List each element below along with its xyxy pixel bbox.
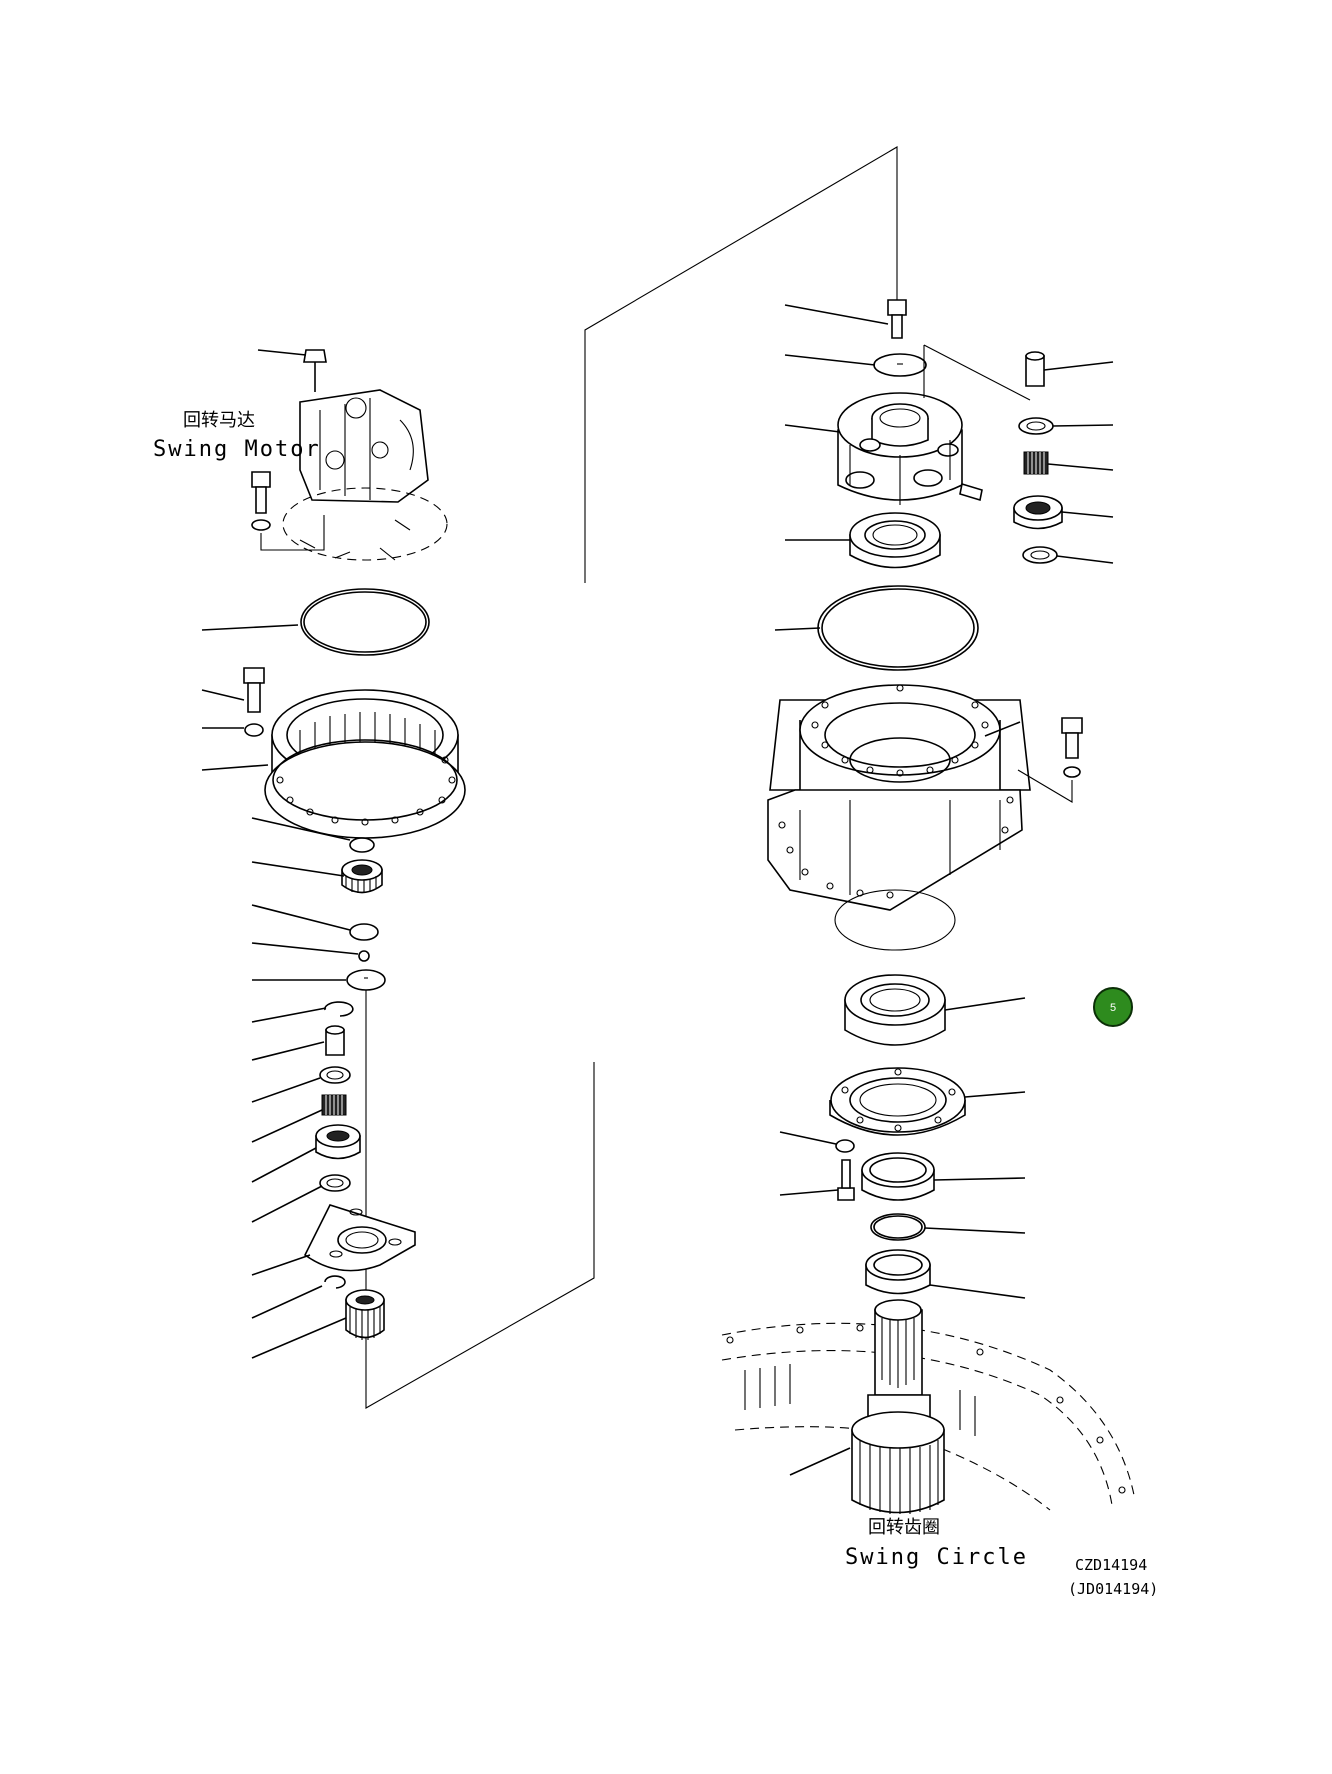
- sun-gear: [345, 1289, 385, 1340]
- right-column-parts: 回转齿圈 Swing Circle: [721, 299, 1136, 1570]
- carrier-plate: [303, 1204, 416, 1272]
- lower-bearing: [844, 974, 946, 1046]
- callout-marker[interactable]: 5: [1093, 987, 1133, 1027]
- oil-seal: [861, 1152, 935, 1201]
- ring-gear-housing: [264, 689, 466, 839]
- swing-circle-en-label: Swing Circle: [845, 1545, 1028, 1570]
- spacer-collar: [865, 1249, 931, 1295]
- swing-pinion-shaft: [851, 1299, 945, 1514]
- washer: [244, 723, 264, 737]
- swing-motor-en-label: Swing Motor: [153, 437, 321, 462]
- carrier-bearing: [849, 512, 941, 569]
- swing-motor-assembly: 回转马达 Swing Motor: [153, 349, 448, 561]
- swing-machinery-case: [767, 684, 1031, 951]
- o-ring: [300, 588, 430, 656]
- bolt: [243, 667, 265, 684]
- planet-gear-small: [315, 1124, 361, 1160]
- right-leader-lines: [774, 304, 1114, 1476]
- swing-circle-cn-label: 回转齿圈: [868, 1517, 940, 1538]
- left-column-parts: [243, 588, 466, 1340]
- callout-marker-text: 5: [1110, 1002, 1116, 1014]
- bearing-cover: [829, 1067, 966, 1136]
- planet-carrier: [837, 392, 963, 505]
- left-leader-lines: [201, 349, 359, 1359]
- swing-motor-cn-label: 回转马达: [183, 410, 255, 431]
- drawing-code-alternate: (JD014194): [1068, 1580, 1158, 1598]
- planet-gear: [341, 859, 383, 894]
- drawing-code: CZD14194: [1075, 1556, 1147, 1574]
